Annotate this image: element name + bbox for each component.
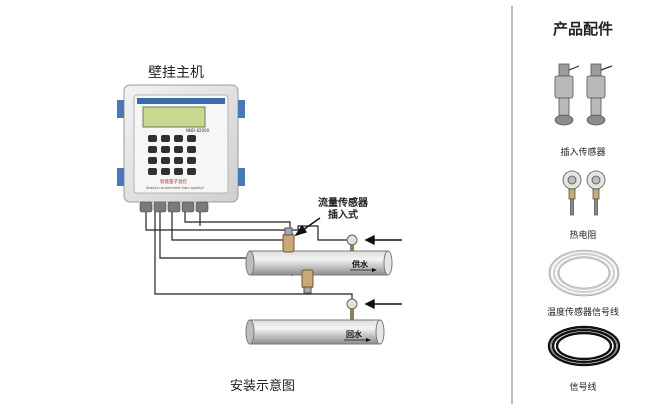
insertion-flow-sensor-top (282, 227, 295, 253)
device-brand-text: 智能量子温控 (160, 178, 187, 185)
pointer-arrows (294, 217, 402, 310)
thermal-resistor-return (346, 298, 358, 320)
lcd-display (142, 106, 206, 128)
panel-divider (511, 6, 513, 404)
insertion-sensor-icon (554, 63, 613, 126)
accessory-label-temperature-cable: 温度传感器信号线 (546, 308, 619, 318)
accessories-panel: 产品配件 插入传感器 热电阻 (514, 0, 652, 409)
accessory-label-thermal-resistor: 热电阻 (569, 231, 597, 241)
accessory-label-signal-cable: 信号线 (569, 383, 597, 393)
flow-sensor-label-line1: 流量传感器 (318, 198, 368, 209)
installation-diagram: NND-8200X 智能量子温控 Always recommend from q… (117, 65, 402, 394)
return-pipe-label: 回水 (346, 329, 363, 339)
wall-mounted-unit: NND-8200X 智能量子温控 Always recommend from q… (117, 84, 245, 213)
signal-cable-icon (547, 325, 621, 367)
device-tagline-text: Always recommend from quality! (146, 186, 204, 190)
mount-bracket-left (117, 100, 124, 118)
cable-glands (139, 201, 209, 213)
thermal-resistor-supply (346, 234, 358, 251)
main-unit-title: 壁挂主机 (148, 65, 204, 81)
flow-sensor-label: 流量传感器 插入式 (318, 198, 368, 222)
diagram-canvas: NND-8200X 智能量子温控 Always recommend from q… (117, 84, 402, 345)
mount-bracket-right-lower (238, 168, 245, 186)
install-caption: 安装示意图 (230, 379, 296, 394)
supply-pipe-label: 供水 (351, 259, 369, 269)
mount-bracket-right (238, 100, 245, 118)
wiring (145, 212, 353, 300)
accessories-title: 产品配件 (552, 20, 613, 38)
return-pipe: 回水 (245, 319, 385, 345)
insertion-flow-sensor-bottom (301, 269, 314, 294)
mount-bracket-left-lower (117, 168, 124, 186)
temperature-cable-icon (548, 249, 620, 297)
accessory-label-insertion-sensor: 插入传感器 (560, 148, 606, 158)
flow-sensor-label-line2: 插入式 (328, 210, 358, 221)
supply-pipe: 供水 (245, 250, 393, 276)
device-model-text: NND-8200X (186, 128, 210, 133)
keypad (148, 135, 196, 175)
thermal-resistor-icon (562, 170, 606, 216)
